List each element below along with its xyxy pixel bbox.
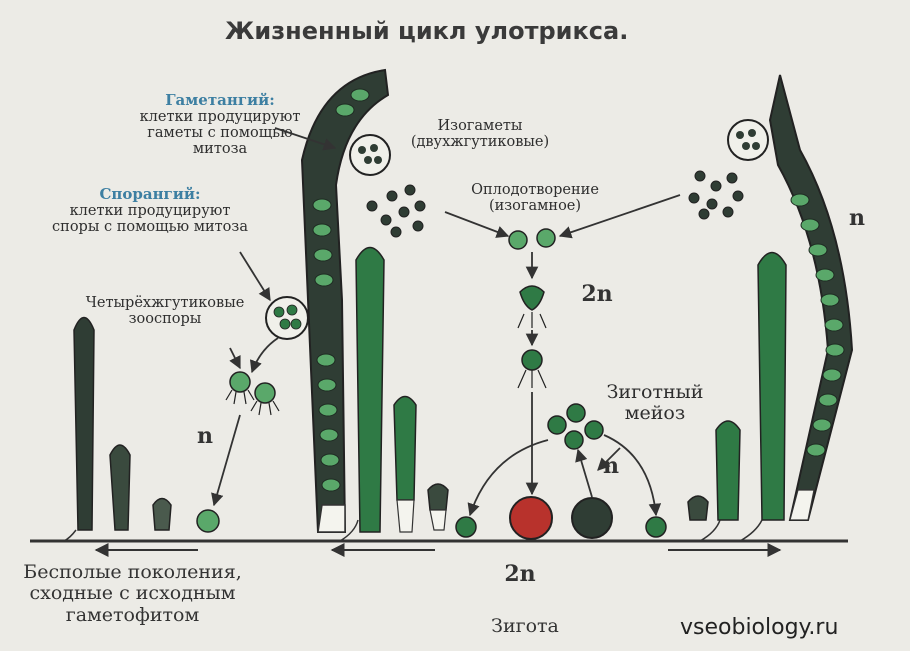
settled-zoospore [196,509,220,533]
young-filament-1 [63,316,95,542]
sporangium [265,296,309,340]
zygote-dividing [571,497,613,539]
zoospores-label: Четырёхжгутиковые зооспоры [70,295,260,327]
diagram-title: Жизненный цикл улотрикса. [225,17,629,45]
zoospore-1 [225,371,255,405]
isogametes-right [688,170,744,220]
arrow-left-gametes-to-fusion [444,211,510,238]
fusing-gametes [508,228,556,250]
site-watermark: vseobiology.ru [680,615,839,640]
young-filament-4 [339,246,385,542]
arrow-right-gametes-to-fusion [558,194,681,239]
arrow-to-gametangium [274,127,337,151]
arrow-zoospore-to-ground [211,414,241,507]
asexual-line1: Бесполые поколения, [23,561,242,583]
arrow-to-sporangium [239,251,271,302]
gametangium-heading: Гаметангий: [165,91,275,109]
ploidy-n-right: n [849,205,865,231]
fertilization-label: Оплодотворение (изогамное) [450,182,620,214]
meiosis-line1: Зиготный [606,381,704,403]
zygote-label: Зигота [491,615,559,637]
gametophyte-filament-right [727,74,854,521]
gametangium-label: Гаметангий: клетки продуцируют гаметы с … [120,92,320,158]
young-filament-3 [152,497,172,531]
isogametes-left [366,184,426,238]
released-cell-left [455,516,477,538]
released-cell-right [645,516,667,538]
sporangium-label: Спорангий: клетки продуцируют споры с по… [35,186,265,235]
young-filament-9 [739,251,787,542]
arrow-sporangium-to-zoospore [249,337,279,374]
ploidy-n-left: n [197,423,213,449]
arrow-meiosis-left [467,439,549,517]
zygote-red [509,496,553,540]
motile-zygote [517,349,547,389]
fertilization-line1: Оплодотворение [471,182,599,198]
zoospores-line2: зооспоры [128,311,202,328]
arrow-meiosis-right [603,434,662,517]
isogametes-line2: (двухжгутиковые) [410,134,550,151]
sporangium-line2: споры с помощью митоза [52,219,248,236]
asexual-line3: гаметофитом [65,603,200,626]
fertilization-line2: (изогамное) [488,198,582,215]
meiosis-label: Зиготный мейоз [600,381,710,425]
asexual-line2: сходные с исходным [29,582,236,605]
gametangium [349,134,391,176]
isogametes-label: Изогаметы (двухжгутиковые) [385,118,575,150]
asexual-label: Бесполые поколения, сходные с исходным г… [0,561,265,626]
sporangium-line1: клетки продуцируют [69,202,231,219]
gametangium-line2: гаметы с помощью митоза [147,125,293,158]
zoospore-2 [250,382,280,416]
young-filament-8 [699,420,741,542]
ploidy-2n-top: 2n [581,281,613,307]
young-filament-6 [427,483,449,531]
arrow-label-to-zoospore [229,347,241,370]
young-filament-2 [109,444,131,531]
arrow-meiosis-up [575,448,593,498]
arrow-meiosis-label [597,447,621,471]
sporangium-heading: Спорангий: [99,185,201,203]
ploidy-2n-bottom: 2n [504,561,536,587]
gametophyte-filament-left [265,68,391,533]
gametangium-right [727,119,769,161]
young-filament-7 [687,495,709,521]
isogametes-line1: Изогаметы [437,118,523,134]
early-zygote [517,285,547,329]
zoospores-line1: Четырёхжгутиковые [85,295,245,311]
meiosis-products [547,403,604,450]
meiosis-line2: мейоз [624,402,686,425]
gametangium-line1: клетки продуцируют [139,108,301,125]
young-filament-5 [393,395,417,533]
